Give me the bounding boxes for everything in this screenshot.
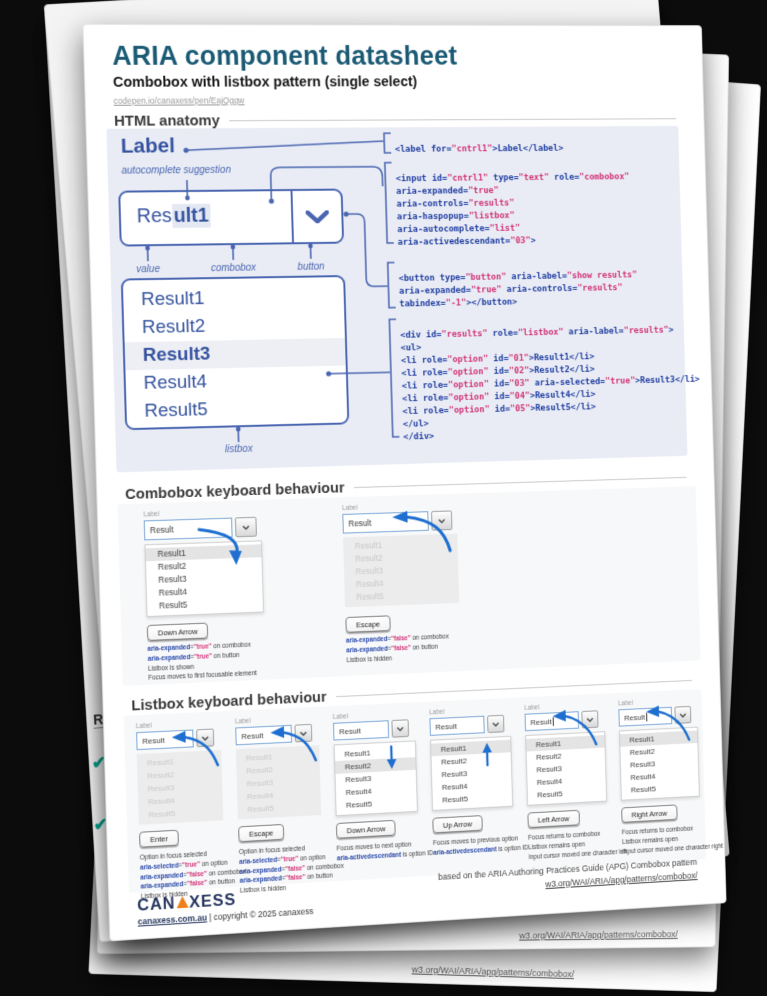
demo-dropdown-button bbox=[674, 705, 692, 724]
chevron-down-icon bbox=[586, 717, 594, 722]
key-enter: Enter bbox=[139, 829, 179, 848]
chevron-down-icon bbox=[396, 726, 404, 731]
listbox-option: Result5 bbox=[144, 399, 209, 422]
key-down-arrow: Down Arrow bbox=[335, 819, 397, 839]
chevron-down-icon bbox=[201, 735, 209, 740]
autocomplete-annotation: autocomplete suggestion bbox=[121, 164, 232, 177]
key-escape: Escape bbox=[345, 615, 391, 633]
demo-option: Result5 bbox=[630, 784, 656, 795]
key-escape: Escape bbox=[238, 823, 285, 843]
chevron-down-icon bbox=[242, 524, 250, 529]
combobox-value: Result1 bbox=[136, 203, 211, 228]
text-caret bbox=[552, 716, 554, 726]
page-title: ARIA component datasheet bbox=[111, 40, 458, 71]
demo-combobox-input: Result bbox=[143, 517, 233, 541]
label-callout: Label bbox=[120, 134, 176, 158]
datasheet-page: ARIA component datasheet Combobox with l… bbox=[82, 23, 727, 942]
demo-dropdown-button bbox=[234, 516, 257, 538]
demo-combobox-input: Result bbox=[524, 711, 580, 732]
demo-combobox-input: Result bbox=[136, 729, 194, 751]
code-block-label: <label for="cntrl1">Label</label> bbox=[394, 143, 564, 155]
demo-combobox-input: Result bbox=[235, 724, 293, 746]
key-left-arrow: Left Arrow bbox=[527, 809, 580, 829]
code-block-button: <button type="button" aria-label="show r… bbox=[398, 270, 638, 310]
demo-option: Result5 bbox=[442, 794, 468, 805]
chevron-down-icon bbox=[492, 721, 500, 726]
code-block-listbox: <div id="results" role="listbox" aria-la… bbox=[400, 325, 700, 443]
chevron-down-icon bbox=[306, 210, 329, 223]
demo-dropdown-button bbox=[487, 714, 505, 734]
code-block-input: <input id="cntrl1" type="text" role="com… bbox=[395, 172, 630, 248]
caption-value: value bbox=[136, 263, 161, 276]
caption-combobox: combobox bbox=[210, 262, 257, 275]
dropdown-button-visual bbox=[292, 191, 342, 243]
listbox-option: Result1 bbox=[140, 288, 205, 311]
back-footer-link[interactable]: w3.org/WAI/ARIA/apg/patterns/combobox/ bbox=[519, 929, 678, 941]
demo-combobox-input: Result bbox=[342, 511, 429, 534]
caption-button: button bbox=[297, 261, 325, 273]
caption-listbox: listbox bbox=[224, 443, 253, 456]
codepen-link[interactable]: codepen.io/canaxess/pen/EajQggw bbox=[113, 95, 245, 106]
demo-combobox-input: Result bbox=[333, 720, 390, 741]
autocomplete-suggestion-text: ult1 bbox=[171, 203, 211, 228]
demo-combobox-input: Result bbox=[429, 715, 485, 736]
key-down-arrow: Down Arrow bbox=[146, 622, 209, 641]
key-right-arrow: Right Arrow bbox=[621, 804, 678, 823]
demo-combobox-input: Result bbox=[618, 706, 673, 727]
text-caret bbox=[645, 712, 647, 722]
logo-triangle-icon bbox=[176, 895, 189, 909]
anatomy-panel: Label autocomplete suggestion Result1 va… bbox=[106, 125, 700, 473]
chevron-down-icon bbox=[299, 730, 307, 735]
demo-option: Result5 bbox=[537, 789, 563, 800]
demo-dropdown-button bbox=[431, 510, 453, 531]
back-footer-link[interactable]: w3.org/WAI/ARIA/apg/patterns/combobox/ bbox=[411, 964, 575, 980]
demo-dropdown-button bbox=[196, 728, 215, 748]
key-up-arrow: Up Arrow bbox=[432, 815, 483, 834]
listbox-option: Result2 bbox=[141, 315, 206, 339]
demo-dropdown-button bbox=[581, 710, 599, 729]
chevron-down-icon bbox=[438, 518, 446, 523]
demo-dropdown-button bbox=[294, 723, 313, 743]
demo-dropdown-button bbox=[391, 719, 410, 738]
combobox-visual: Result1 bbox=[118, 188, 345, 247]
page-subtitle: Combobox with listbox pattern (single se… bbox=[112, 74, 418, 91]
chevron-down-icon bbox=[679, 712, 686, 717]
